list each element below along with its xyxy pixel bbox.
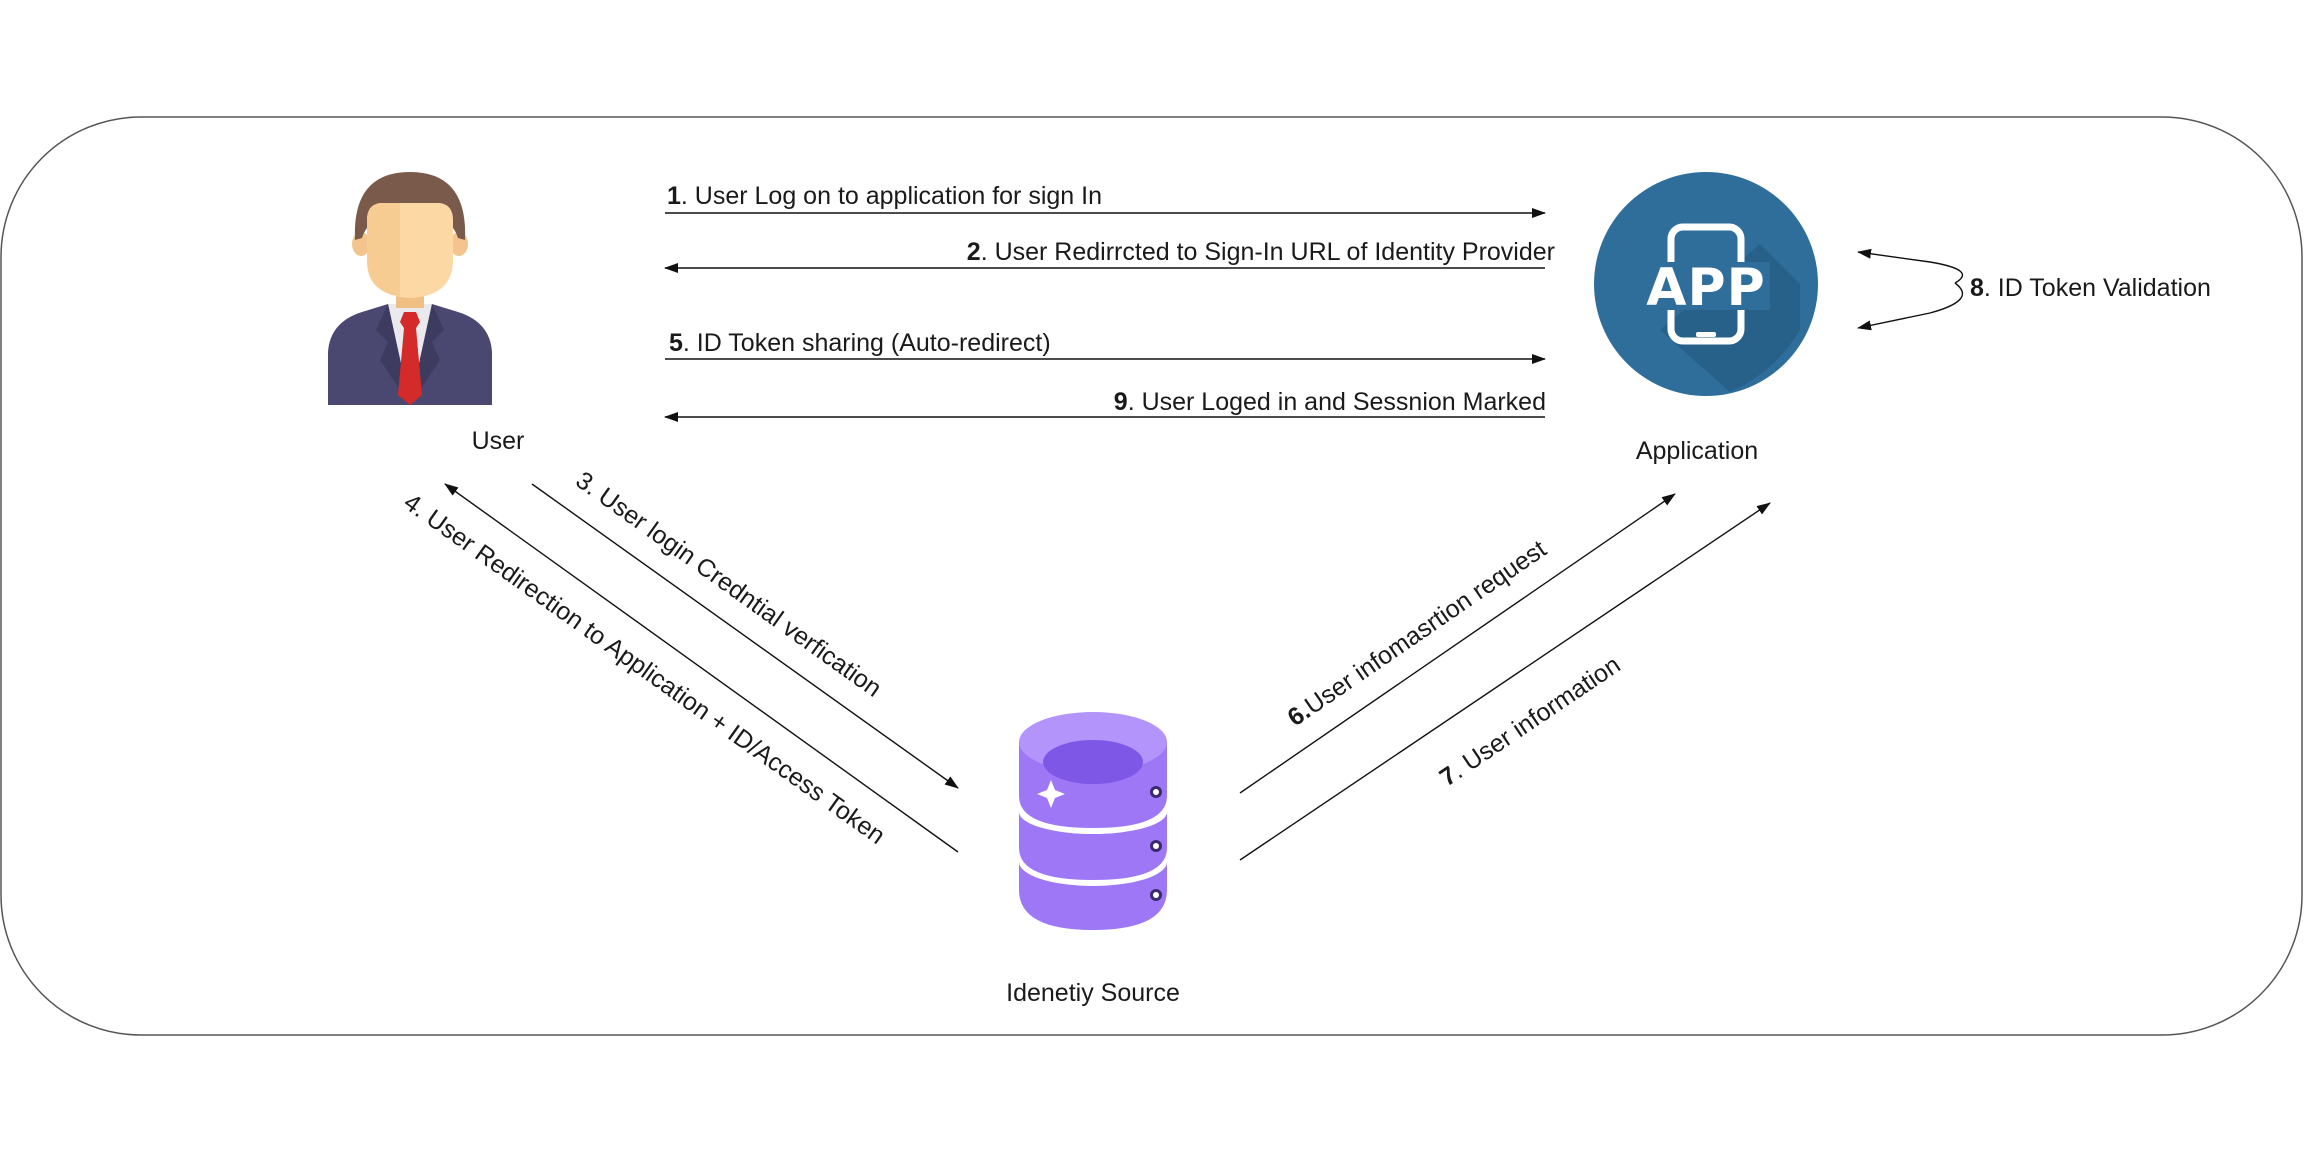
application-label: Application xyxy=(1636,437,1758,465)
identity-source-label: Idenetiy Source xyxy=(1006,979,1180,1007)
arrow-step-3 xyxy=(531,483,959,789)
step-1-label: 1. User Log on to application for sign I… xyxy=(667,182,1102,210)
arrow-step-6 xyxy=(1239,493,1676,794)
database-icon[interactable] xyxy=(1019,712,1167,930)
app-phone-icon[interactable]: APP xyxy=(1594,172,1818,396)
app-icon-text: APP xyxy=(1646,258,1765,318)
step-9-label: 9. User Loged in and Sessnion Marked xyxy=(1114,388,1546,416)
arrow-step-8-out xyxy=(1857,248,1963,284)
step-2-label: 2. User Redirrcted to Sign-In URL of Ide… xyxy=(967,238,1555,266)
step-8-label: 8. ID Token Validation xyxy=(1970,274,2211,302)
arrow-step-4 xyxy=(444,483,959,853)
step-5-label: 5. ID Token sharing (Auto-redirect) xyxy=(669,329,1051,357)
user-icon[interactable] xyxy=(328,172,492,405)
arrow-step-7 xyxy=(1239,502,1771,861)
user-label: User xyxy=(472,427,525,455)
arrow-step-8-in xyxy=(1857,282,1964,331)
